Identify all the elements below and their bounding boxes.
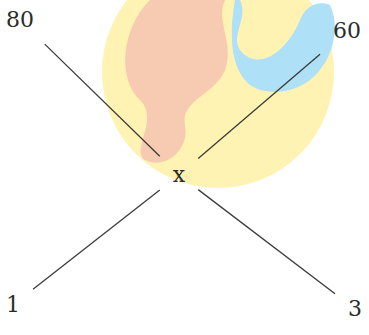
- number-label: 1: [6, 293, 20, 317]
- cross-line: [198, 190, 335, 294]
- logo-circle: [102, 0, 334, 188]
- number-label: x: [173, 163, 185, 187]
- number-node: 3: [345, 295, 365, 323]
- number-node: 1: [3, 291, 23, 319]
- number-node: 60: [330, 17, 364, 45]
- number-label: 60: [333, 19, 361, 43]
- number-label: 3: [348, 297, 362, 321]
- cross-line: [33, 190, 160, 289]
- logo-shape-blue: [232, 0, 335, 92]
- number-node: 80: [3, 6, 37, 34]
- cross-line: [198, 54, 320, 158]
- cross-line: [45, 44, 160, 156]
- number-node: x: [170, 161, 188, 189]
- number-label: 80: [6, 8, 34, 32]
